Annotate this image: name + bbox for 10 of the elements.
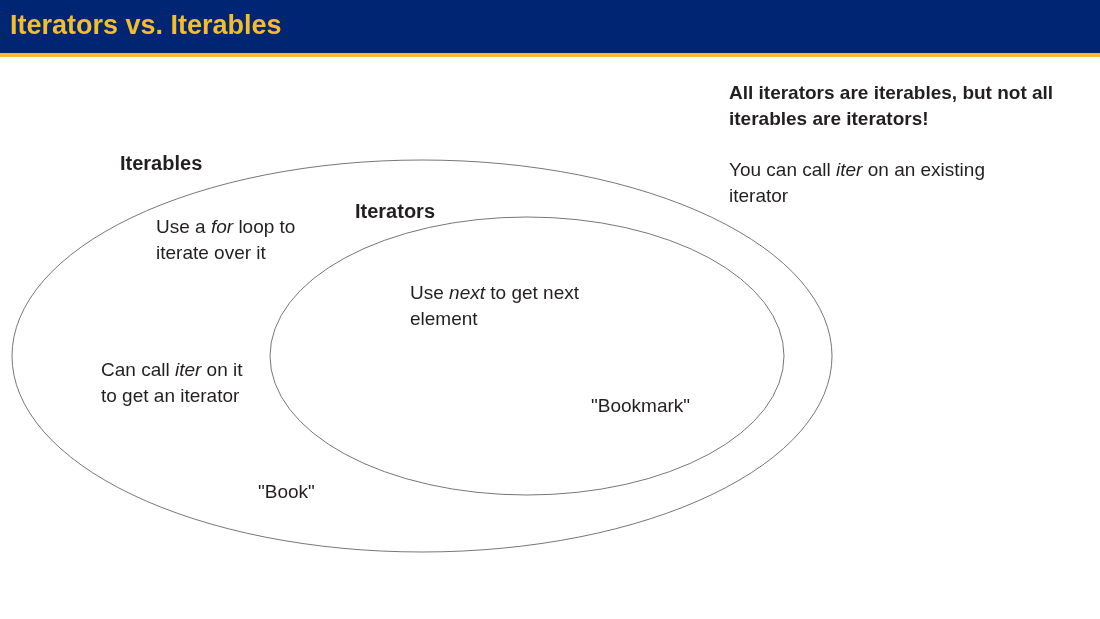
note-text: Use a for loop to iterate over it <box>156 215 297 265</box>
slide-title: Iterators vs. Iterables <box>10 10 282 41</box>
note-text: "Book" <box>258 480 316 504</box>
set-heading: Iterables <box>120 151 203 176</box>
note-text: You can call iter on an existing iterator <box>729 158 986 208</box>
set-heading: Iterators <box>355 199 436 224</box>
note-text: Use next to get next element <box>410 281 580 331</box>
key-note: All iterators are iterables, but not all iterables are iterators! <box>729 81 1055 131</box>
note-text: "Bookmark" <box>591 394 692 418</box>
note-text: Can call iter on it to get an iterator <box>101 358 244 408</box>
